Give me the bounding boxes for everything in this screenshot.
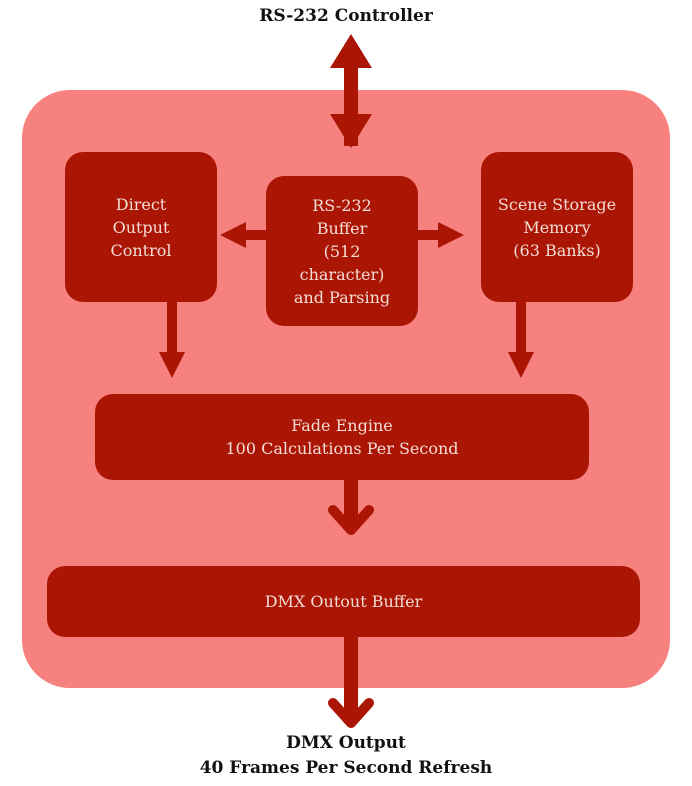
direct-output-control-block: Direct Output Control (65, 152, 217, 302)
rs232-buffer-line-1: RS-232 (312, 195, 372, 215)
rs232-buffer-line-2: Buffer (316, 218, 368, 238)
rs232-buffer-line-4: character) (299, 264, 385, 284)
rs232-controller-label: RS-232 Controller (259, 6, 433, 26)
direct-output-line-1: Direct (115, 194, 167, 214)
rs232-buffer-line-3: (512 (323, 241, 361, 261)
scene-storage-line-1: Scene Storage (497, 194, 617, 214)
dmx-output-buffer-block: DMX Outout Buffer (47, 566, 640, 637)
fade-engine-line-1: Fade Engine (291, 416, 393, 435)
rs232-buffer-line-5: and Parsing (293, 287, 391, 307)
rs232-buffer-block: RS-232 Buffer (512 character) and Parsin… (266, 176, 418, 326)
dmx-output-title: DMX Output (286, 733, 406, 753)
direct-output-line-3: Control (110, 240, 172, 260)
scene-storage-line-2: Memory (523, 217, 591, 237)
fade-engine-line-2: 100 Calculations Per Second (225, 439, 459, 458)
dmx-output-refresh-rate: 40 Frames Per Second Refresh (199, 758, 493, 778)
dmx-output-label: DMX Output 40 Frames Per Second Refresh (0, 731, 692, 781)
dmx-buffer-label: DMX Outout Buffer (264, 592, 423, 611)
fade-engine-block: Fade Engine 100 Calculations Per Second (95, 394, 589, 480)
direct-output-line-2: Output (112, 217, 170, 237)
scene-storage-line-3: (63 Banks) (513, 240, 601, 260)
scene-storage-block: Scene Storage Memory (63 Banks) (481, 152, 633, 302)
